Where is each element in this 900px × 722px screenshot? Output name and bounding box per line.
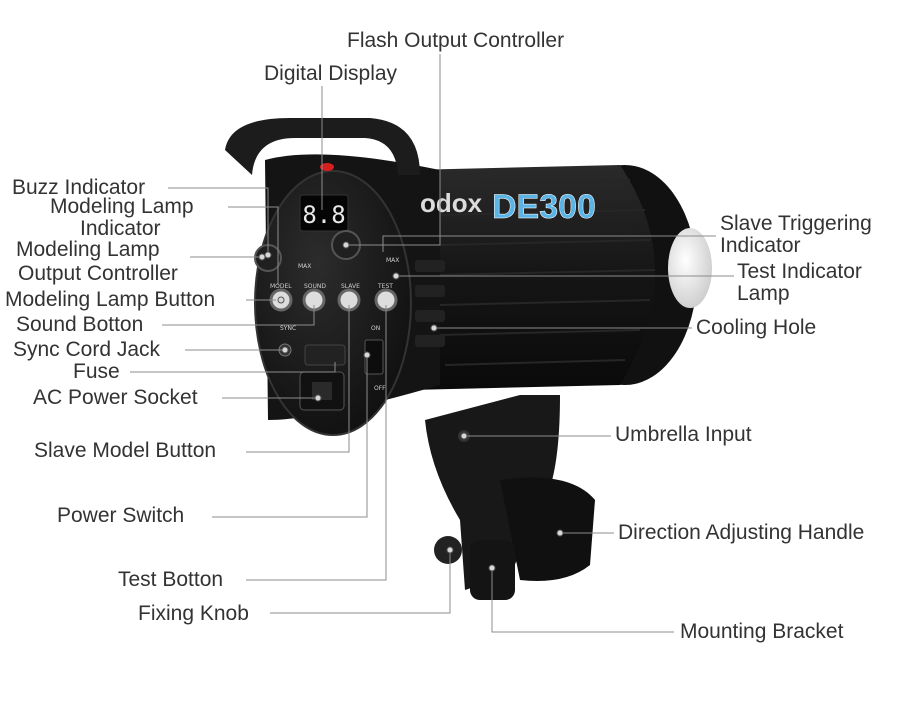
label-buzz-indicator: Buzz Indicator <box>12 176 146 199</box>
leader-lines <box>130 54 734 633</box>
svg-text:MODEL: MODEL <box>270 283 292 290</box>
front-head <box>410 165 712 390</box>
label-modeling-lamp-button: Modeling Lamp Button <box>5 288 216 311</box>
label-test-button: Test Botton <box>118 568 224 591</box>
fuse-holder <box>304 344 346 366</box>
label-cooling-hole: Cooling Hole <box>696 316 817 339</box>
carry-handle <box>225 118 420 175</box>
digital-display <box>299 194 349 232</box>
svg-text:SLAVE: SLAVE <box>341 283 360 290</box>
brand-text: odox <box>420 188 483 218</box>
vent <box>415 285 445 297</box>
svg-text:MAX: MAX <box>386 257 399 264</box>
label-flash-output-controller: Flash Output Controller <box>347 29 565 52</box>
label-fixing-knob: Fixing Knob <box>138 602 249 625</box>
vent <box>415 260 445 272</box>
vent <box>415 310 445 322</box>
label-slave-model-button: Slave Model Button <box>34 439 217 462</box>
label-mounting-bracket: Mounting Bracket <box>680 620 844 643</box>
svg-text:ON: ON <box>371 325 380 332</box>
svg-text:SOUND: SOUND <box>304 283 326 290</box>
label-digital-display: Digital Display <box>264 62 398 85</box>
label-umbrella-input: Umbrella Input <box>615 423 752 446</box>
model-text: DE300 <box>492 188 596 226</box>
label-fuse: Fuse <box>73 360 120 383</box>
label-test-indicator-lamp: Test Indicator Lamp <box>737 260 862 305</box>
direction-handle-shape <box>500 477 595 581</box>
svg-text:SYNC: SYNC <box>280 325 296 332</box>
label-power-switch: Power Switch <box>57 504 185 527</box>
vent <box>415 335 445 347</box>
svg-text:OFF: OFF <box>374 385 386 392</box>
label-direction-adjusting-handle: Direction Adjusting Handle <box>618 521 865 544</box>
label-sound-button: Sound Botton <box>16 313 144 336</box>
label-modeling-lamp-output-controller: Modeling Lamp Output Controller <box>16 238 178 285</box>
label-ac-power-socket: AC Power Socket <box>33 386 198 409</box>
label-modeling-lamp-indicator: Modeling Lamp Indicator <box>50 195 194 240</box>
label-slave-triggering-indicator: Slave Triggering Indicator <box>720 212 872 257</box>
leader-dots <box>258 241 564 572</box>
svg-text:TEST: TEST <box>377 283 393 290</box>
display-readout: 8.8 <box>302 201 345 229</box>
svg-text:MAX: MAX <box>298 263 311 270</box>
red-indicator-light <box>320 163 334 171</box>
label-sync-cord-jack: Sync Cord Jack <box>13 338 161 361</box>
modeling-lamp-dome <box>668 228 712 308</box>
